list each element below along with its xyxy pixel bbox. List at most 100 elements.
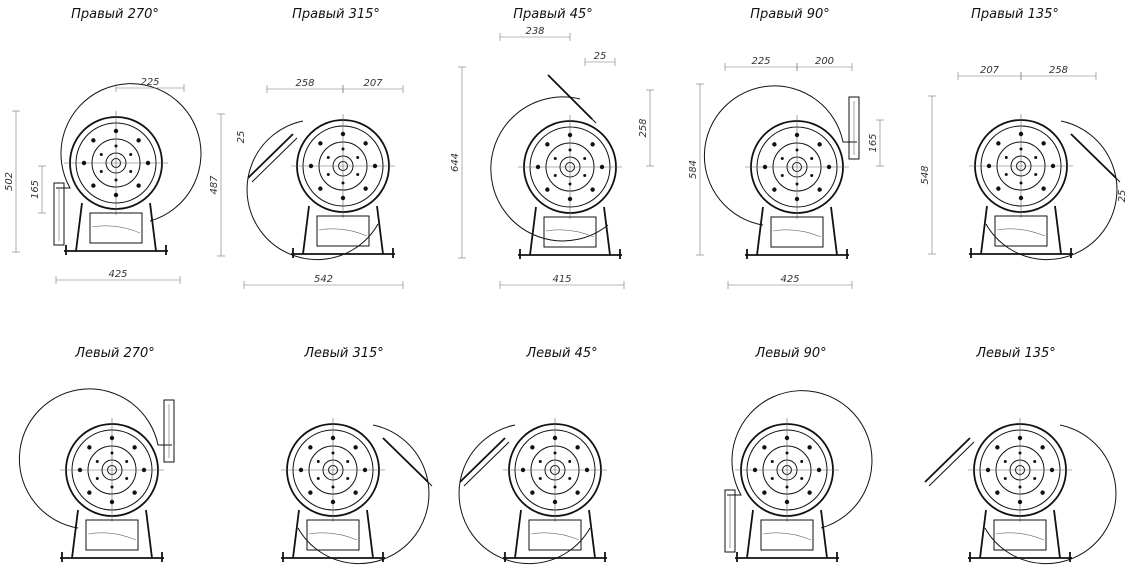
volute-housing — [727, 390, 873, 529]
bolt-hole — [113, 128, 119, 134]
bolt-hole — [567, 132, 573, 138]
motor-window — [85, 519, 139, 551]
bolt-hole — [784, 499, 790, 505]
bolt-hole — [340, 131, 346, 137]
hub-hole — [553, 485, 557, 489]
hub-hole — [326, 156, 330, 159]
hub-hole — [780, 157, 784, 160]
bolt-hole — [520, 467, 526, 473]
outlet-flange — [163, 399, 175, 463]
hub-hole — [356, 173, 360, 176]
fan-view — [490, 74, 622, 259]
bolt-hole — [136, 138, 141, 143]
bolt-hole — [353, 445, 358, 450]
outlet-flange — [53, 182, 65, 246]
hub-hole — [346, 460, 350, 463]
hub-hole — [1034, 156, 1038, 159]
view-title: Левый 315° — [303, 346, 384, 361]
stand-legs — [529, 206, 611, 256]
dim-label: 425 — [780, 274, 799, 285]
hub-hole — [316, 460, 320, 463]
volute-housing — [490, 96, 609, 242]
bolt-hole — [794, 196, 800, 202]
bolt-hole — [1040, 490, 1045, 495]
bolt-hole — [77, 467, 83, 473]
hub-hole — [1004, 173, 1008, 176]
fan-view — [924, 418, 1117, 565]
window-curve — [91, 225, 141, 234]
window-curve — [318, 228, 368, 237]
bolt-hole — [109, 499, 115, 505]
hub-hole — [341, 181, 345, 185]
bolt-hole — [817, 142, 822, 147]
bolt-hole — [87, 445, 92, 450]
dim-label: 548 — [920, 165, 931, 184]
bolt-hole — [575, 490, 580, 495]
hub-hole — [1019, 181, 1023, 185]
outlet-flange-inner — [463, 441, 510, 487]
hub-hole — [99, 153, 103, 156]
bolt-hole — [81, 160, 87, 166]
bolt-hole — [995, 490, 1000, 495]
bolt-hole — [1017, 435, 1023, 441]
motor-window — [528, 519, 582, 551]
view-title: Правый 315° — [292, 7, 380, 22]
hub-hole — [538, 460, 542, 463]
bolt-hole — [353, 490, 358, 495]
bolt-hole — [535, 164, 541, 170]
motor-window — [994, 215, 1048, 247]
bolt-hole — [807, 445, 812, 450]
volute-housing — [703, 85, 857, 226]
hub-hole — [1019, 147, 1023, 151]
hub-hole — [129, 170, 133, 173]
volute-housing — [18, 388, 172, 529]
bolt-hole — [985, 467, 991, 473]
bolt-hole — [113, 192, 119, 198]
stand-legs — [756, 206, 838, 256]
dim-label: 238 — [525, 26, 544, 37]
hub-hole — [568, 460, 572, 463]
volute-housing — [297, 424, 430, 565]
hub-hole — [1033, 477, 1037, 480]
window-curve — [996, 228, 1046, 237]
stand-legs — [302, 205, 384, 255]
window-curve — [530, 532, 580, 541]
bolt-hole — [530, 445, 535, 450]
stand-legs — [514, 509, 596, 559]
bolt-hole — [599, 164, 605, 170]
dim-label: 644 — [450, 153, 461, 172]
bolt-hole — [575, 445, 580, 450]
bolt-hole — [590, 142, 595, 147]
hub-hole — [326, 173, 330, 176]
bolt-hole — [308, 490, 313, 495]
window-curve — [995, 532, 1045, 541]
hub-hole — [810, 174, 814, 177]
view-title: Левый 45° — [525, 346, 597, 361]
bolt-hole — [567, 196, 573, 202]
bolt-hole — [1040, 445, 1045, 450]
fan-view — [703, 85, 860, 259]
hub-hole — [770, 460, 774, 463]
stand-legs — [292, 509, 374, 559]
hub-hole — [785, 485, 789, 489]
hub-hole — [99, 170, 103, 173]
bolt-hole — [1041, 186, 1046, 191]
outlet-flange — [247, 133, 294, 179]
stand-legs — [75, 202, 157, 252]
hub-hole — [1004, 156, 1008, 159]
hub-hole — [110, 451, 114, 455]
bolt-hole — [362, 467, 368, 473]
bolt-hole — [330, 499, 336, 505]
hub-hole — [568, 182, 572, 186]
hub-hole — [356, 156, 360, 159]
fan-view — [458, 418, 607, 565]
window-curve — [762, 532, 812, 541]
motor-window — [770, 216, 824, 248]
hub-hole — [125, 477, 129, 480]
fan-view — [969, 114, 1121, 261]
hub-hole — [810, 157, 814, 160]
bolt-hole — [308, 445, 313, 450]
hub-hole — [95, 477, 99, 480]
motor-window — [993, 519, 1047, 551]
